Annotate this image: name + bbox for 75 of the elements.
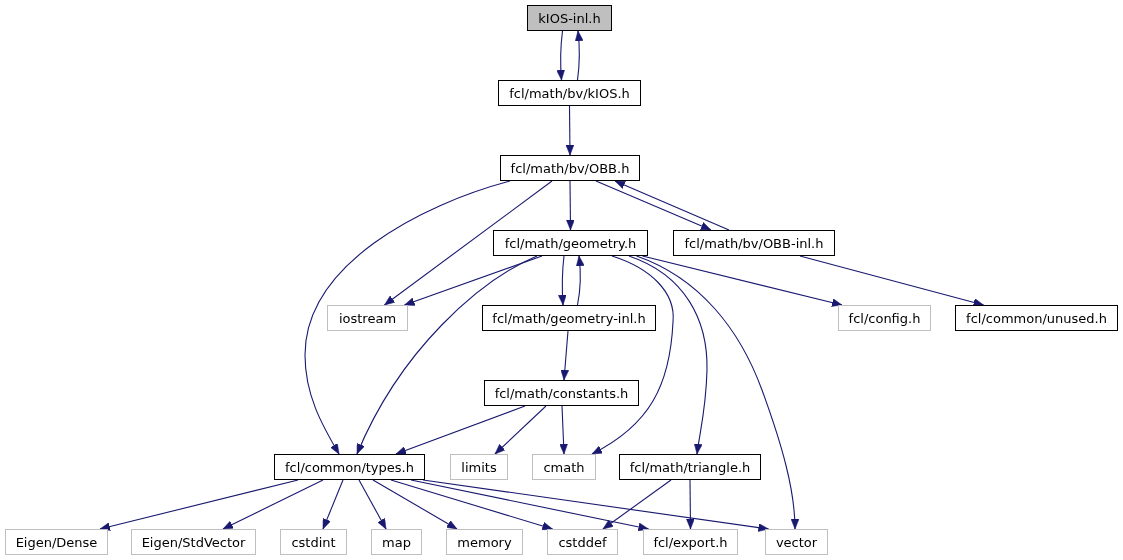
file-box	[482, 305, 656, 331]
arrow	[99, 479, 299, 531]
header-box	[547, 529, 618, 555]
arrow	[304, 180, 511, 455]
file-box	[955, 305, 1118, 331]
file-box	[498, 80, 641, 106]
arrow	[560, 330, 570, 381]
header-box	[838, 305, 931, 331]
arrow	[222, 479, 324, 530]
arrow	[641, 255, 843, 307]
file-box	[619, 454, 761, 480]
file-name: cstdint	[291, 535, 336, 549]
arrow	[614, 180, 730, 231]
arrow	[494, 405, 547, 455]
file-box	[500, 155, 640, 181]
arrow	[595, 180, 712, 231]
arrow	[686, 479, 695, 530]
arrow	[395, 405, 526, 455]
arrow	[799, 255, 985, 307]
file-name: kIOS-inl.h	[538, 11, 601, 25]
arrow	[565, 105, 575, 156]
arrow	[566, 180, 575, 231]
header-box	[327, 305, 408, 331]
file-name: fcl/math/bv/OBB-inl.h	[684, 236, 824, 250]
header-box	[765, 529, 828, 555]
arrow	[356, 255, 538, 455]
header-box	[450, 454, 508, 480]
file-name: memory	[457, 535, 512, 549]
arrow	[422, 479, 770, 532]
file-name: fcl/math/geometry-inl.h	[492, 311, 646, 325]
header-box	[643, 529, 738, 555]
arrow	[556, 30, 565, 81]
file-name: cmath	[543, 460, 585, 474]
header-box	[446, 529, 523, 555]
file-box	[274, 454, 425, 480]
arrow	[591, 255, 674, 455]
file-box	[493, 230, 648, 256]
file-name: fcl/math/constants.h	[494, 386, 629, 400]
file-name: fcl/math/bv/OBB.h	[510, 161, 630, 175]
arrow	[635, 255, 799, 530]
file-name: fcl/export.h	[653, 535, 728, 549]
file-name: fcl/math/triangle.h	[629, 460, 751, 474]
file-name: fcl/math/geometry.h	[504, 236, 637, 250]
header-box	[5, 529, 108, 555]
header-box	[371, 529, 422, 555]
arrow	[558, 255, 567, 306]
arrow	[410, 479, 650, 532]
arrow	[390, 479, 554, 531]
file-name: vector	[775, 535, 818, 549]
arrow	[372, 479, 458, 530]
arrow	[628, 255, 708, 455]
file-name: cstddef	[558, 535, 607, 549]
header-box	[532, 454, 596, 480]
file-name: fcl/config.h	[848, 311, 921, 325]
header-box	[280, 529, 347, 555]
file-name: Eigen/StdVector	[141, 535, 246, 549]
arrow	[559, 405, 568, 455]
arrow	[358, 479, 387, 530]
file-box	[673, 230, 835, 256]
highlighted-file-box	[527, 5, 612, 31]
file-name: Eigen/Dense	[15, 535, 98, 549]
arrow	[403, 255, 543, 306]
arrow	[575, 255, 585, 306]
file-box	[484, 380, 639, 406]
arrow	[602, 479, 672, 530]
file-name: map	[382, 535, 411, 549]
arrow	[383, 180, 553, 306]
arrow	[574, 30, 584, 81]
header-box	[131, 529, 256, 555]
file-name: iostream	[338, 311, 397, 325]
file-name: fcl/math/bv/kIOS.h	[509, 86, 630, 100]
file-name: limits	[461, 460, 497, 474]
file-name: fcl/common/types.h	[285, 460, 414, 474]
file-name: fcl/common/unused.h	[966, 311, 1107, 325]
arrow	[322, 479, 344, 530]
